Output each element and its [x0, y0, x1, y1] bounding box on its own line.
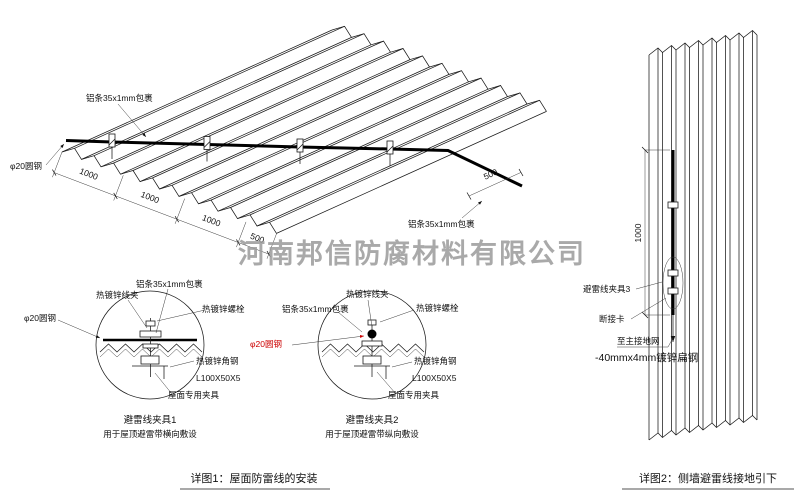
- leader-clamp: [367, 299, 373, 328]
- leader-strip-top: [117, 103, 147, 138]
- label-bolt: 热镀锌螺栓: [202, 304, 245, 314]
- figure2-caption: 详图2：侧墙避雷线接地引下: [622, 471, 794, 490]
- label-angle: 热镀锌角钢: [414, 356, 457, 366]
- leader-to-ground: [617, 337, 674, 348]
- leader-clamp: [127, 299, 148, 329]
- label-rod: φ20圆钢: [24, 313, 56, 323]
- clamp-plate-bottom: [142, 343, 159, 349]
- leader-angle: [169, 360, 195, 368]
- dimension-ticks: [466, 168, 524, 200]
- wire-clamp-bolt: [108, 138, 116, 159]
- detail1-subtitle: 用于屋顶避雷带横向敷设: [103, 429, 197, 439]
- leader-fixture: [154, 372, 173, 395]
- roof-back-edge: [331, 25, 547, 112]
- dimension-ticks: [641, 146, 649, 319]
- leader-rod: [45, 143, 65, 166]
- label-strip-top: 铝条35x1mm包裹: [86, 93, 153, 103]
- label-to-ground: 至主接地网: [617, 336, 660, 346]
- leader-fixture: [376, 371, 397, 395]
- bolt-nut: [145, 320, 156, 327]
- label-strip: 铝条35x1mm包裹: [282, 304, 349, 314]
- figure1-roof-isometric: 1000 1000 1000 500 500 铝条35x1mm包裹 φ20圆钢 …: [10, 25, 547, 259]
- detail2-title: 避雷线夹具2: [346, 414, 399, 426]
- figure1-detail-2: 铝条35x1mm包裹 热镀锌线夹 热镀锌螺栓 φ20圆钢 热镀锌角钢 L100X…: [250, 289, 459, 439]
- label-strip-bottom: 铝条35x1mm包裹: [408, 219, 475, 229]
- dim-1000-c: 1000: [201, 212, 222, 228]
- bolt-nut: [367, 319, 377, 326]
- wire-clamp-bolt: [203, 141, 211, 162]
- wire-clamp: [296, 138, 304, 153]
- leader-bolt: [156, 309, 206, 322]
- angle-steel: [132, 365, 168, 379]
- detail1-title: 避雷线夹具1: [124, 414, 177, 426]
- roof-ridge-lines: [61, 25, 547, 234]
- clamp-plate-bottom: [361, 340, 383, 347]
- leader-strip: [155, 288, 169, 334]
- label-angle-size: L100X50X5: [196, 373, 241, 383]
- roof-dimension-chain: 1000 1000 1000 500: [52, 151, 277, 259]
- label-fixture: 屋面专用夹具: [168, 390, 220, 400]
- leader-clamp3: [635, 281, 663, 290]
- label-clamp: 热镀锌线夹: [96, 290, 139, 300]
- dim-1000-vertical: 1000: [633, 223, 643, 242]
- corrugation-profile: [99, 343, 203, 353]
- figure2-wall: 1000 避雷线夹具3 断接卡 至主接地网 -40mmx4mm镀锌扁钢: [583, 30, 758, 441]
- wire-cross-section: [367, 329, 377, 339]
- wire-clamps: [108, 133, 394, 166]
- dim-1000-a: 1000: [78, 166, 99, 182]
- leader-bolt: [379, 309, 415, 323]
- corrugation-profile: [321, 343, 425, 353]
- dimension-ticks: [52, 169, 271, 258]
- detail2-subtitle: 用于屋顶避雷带纵向敷设: [325, 429, 419, 439]
- wire-clamp-bolt: [386, 145, 394, 166]
- leader-strip: [337, 311, 363, 333]
- label-bolt: 热镀锌螺栓: [416, 303, 459, 313]
- dimension-line: [54, 172, 269, 255]
- wall-dimension: 1000: [633, 146, 670, 319]
- detail-circle: [95, 290, 205, 400]
- label-flat-steel: -40mmx4mm镀锌扁钢: [595, 351, 698, 364]
- clamp-plate-top: [139, 330, 162, 338]
- wire-clamp: [203, 136, 211, 150]
- dim-500: 500: [249, 231, 266, 246]
- figure1-caption-text: 详图1：屋面防雷线的安装: [190, 471, 317, 485]
- angle-steel: [354, 365, 390, 379]
- figure1-caption: 详图1：屋面防雷线的安装: [180, 471, 330, 490]
- label-fixture: 屋面专用夹具: [388, 390, 440, 400]
- figure1-detail-1: 热镀锌线夹 铝条35x1mm包裹 热镀锌螺栓 φ20圆钢 热镀锌角钢 L100X…: [24, 279, 245, 439]
- leader-strip-bottom: [461, 200, 483, 219]
- label-rod: φ20圆钢: [10, 161, 42, 171]
- dimension-line: [468, 172, 522, 197]
- disconnect-plate-bottom: [667, 287, 679, 295]
- watermark-text: 河南邦信防腐材料有限公司: [238, 239, 586, 269]
- label-angle: 热镀锌角钢: [196, 356, 239, 366]
- detail-circle: [317, 290, 427, 400]
- conductor-clamp: [667, 201, 679, 209]
- dimension-extension-lines: [645, 149, 670, 316]
- wire-clamp: [108, 133, 116, 148]
- label-clamp: 热镀锌线夹: [346, 289, 389, 299]
- dimension-extension-lines: [52, 151, 277, 259]
- label-strip: 铝条35x1mm包裹: [136, 279, 203, 289]
- disconnect-plate-top: [667, 269, 679, 277]
- label-disconnect: 断接卡: [599, 314, 625, 324]
- leader-rod: [57, 319, 101, 339]
- wall-corrugation-lines: [648, 30, 758, 440]
- label-rod: φ20圆钢: [250, 339, 282, 349]
- leader-rod-red: [291, 335, 365, 346]
- dim-1000-b: 1000: [139, 189, 160, 205]
- roof-fixture: [140, 355, 160, 365]
- detail-balloon: [662, 256, 684, 310]
- figure2-caption-text: 详图2：侧墙避雷线接地引下: [639, 471, 777, 485]
- leader-disconnect: [630, 297, 667, 320]
- wire-clamp-bolt: [296, 143, 304, 164]
- label-angle-size: L100X50X5: [412, 373, 457, 383]
- label-clamp3: 避雷线夹具3: [583, 284, 631, 294]
- roof-fixture: [362, 355, 382, 365]
- leader-angle: [391, 361, 413, 368]
- wire-clamp: [386, 140, 394, 155]
- roof-front-edge: [61, 147, 277, 234]
